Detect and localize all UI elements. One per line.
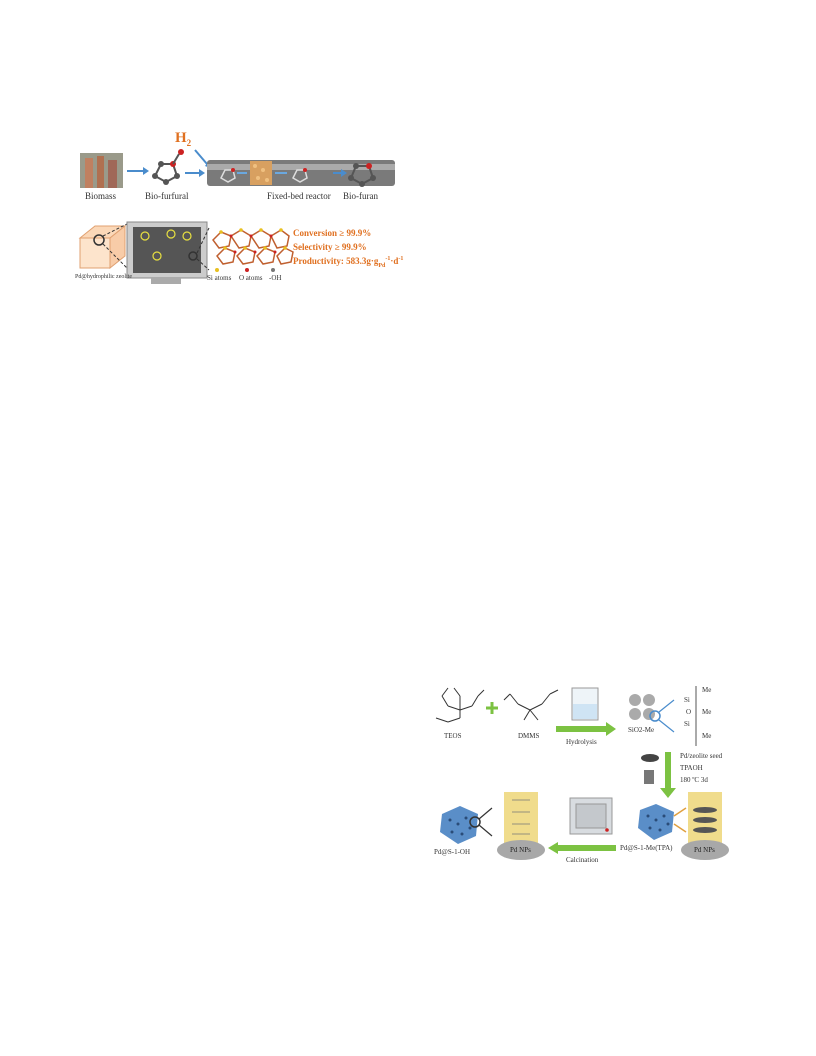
label-oh: -OH <box>269 274 282 282</box>
biomass-plant-3 <box>108 160 117 188</box>
figure-2: TEOS DMMS Hydrolysis SiO2-Me Me Me Me Si… <box>420 682 760 872</box>
legend-si-dot <box>215 268 219 272</box>
legend-o-dot <box>245 268 249 272</box>
label-seed: Pd/zeolite seed <box>680 752 723 760</box>
metric-conversion: Conversion ≥ 99.9% <box>293 228 372 238</box>
label-me-1: Me <box>702 686 712 694</box>
metric-selectivity: Selectivity ≥ 99.9% <box>293 242 367 252</box>
metric-productivity: Productivity: 583.3g·gPd-1·d-1 <box>293 256 404 269</box>
label-si-1: Si <box>684 696 690 704</box>
label-biomass: Biomass <box>85 191 117 201</box>
label-sio2-me: SiO2-Me <box>628 726 655 734</box>
label-conditions: 180 ºC 3d <box>680 776 708 784</box>
h2-label: H2 <box>175 130 192 148</box>
label-si-atoms: Si atoms <box>207 274 232 282</box>
label-bio-furfural: Bio-furfural <box>145 191 189 201</box>
vial <box>644 770 654 784</box>
label-reactor: Fixed-bed reactor <box>267 191 331 201</box>
mortar <box>641 754 659 762</box>
label-catalyst: Pd@hydrophilic zeolite <box>75 274 133 280</box>
biomass-plant-1 <box>85 158 93 188</box>
figure-1: H2 Biomass Bio-furfural Fixed-bed reacto… <box>75 128 403 288</box>
monitor-stand <box>151 278 181 284</box>
calcination-arrow <box>558 845 616 851</box>
label-si-2: Si <box>684 720 690 728</box>
legend-oh-dot <box>271 268 275 272</box>
pd-nps-disk-right <box>681 840 729 860</box>
figure-2-graphic <box>435 686 729 860</box>
arrow-1-head <box>143 167 149 175</box>
label-me-3: Me <box>702 732 712 740</box>
label-o-atoms: O atoms <box>239 274 263 282</box>
h2-arrow <box>194 149 208 165</box>
catalyst-cube-side <box>109 224 126 270</box>
label-pd-s1-oh: Pd@S-1-OH <box>434 848 471 856</box>
sio2-sphere <box>629 694 641 706</box>
beaker-liquid <box>573 704 597 719</box>
zeolite-framework <box>212 229 294 265</box>
label-pd-nps-left: Pd NPs <box>510 846 531 854</box>
arrow-2-head <box>199 169 205 177</box>
pd-nps-disk-left <box>497 840 545 860</box>
biomass-plant-2 <box>97 156 104 188</box>
label-calcination: Calcination <box>566 856 599 864</box>
label-tpaoh: TPAOH <box>680 764 703 772</box>
label-o-1: O <box>686 708 692 716</box>
crystal-me <box>638 804 674 840</box>
zoom-panel-left <box>504 792 538 844</box>
label-teos: TEOS <box>444 732 462 740</box>
label-bio-furan: Bio-furan <box>343 191 378 201</box>
label-hydrolysis: Hydrolysis <box>566 738 597 746</box>
figure-1-graphic <box>78 149 395 284</box>
synthesis-arrow <box>665 752 671 788</box>
calcination-arrow-head <box>548 842 558 854</box>
label-dmms: DMMS <box>518 732 540 740</box>
teos-structure <box>435 687 485 723</box>
hydrolysis-arrow <box>556 726 606 732</box>
dmms-structure <box>503 689 559 721</box>
label-pd-nps-right: Pd NPs <box>694 846 715 854</box>
label-me-2: Me <box>702 708 712 716</box>
catalyst-bed <box>250 161 272 185</box>
label-pd-s1-me: Pd@S-1-Me(TPA) <box>620 844 673 852</box>
